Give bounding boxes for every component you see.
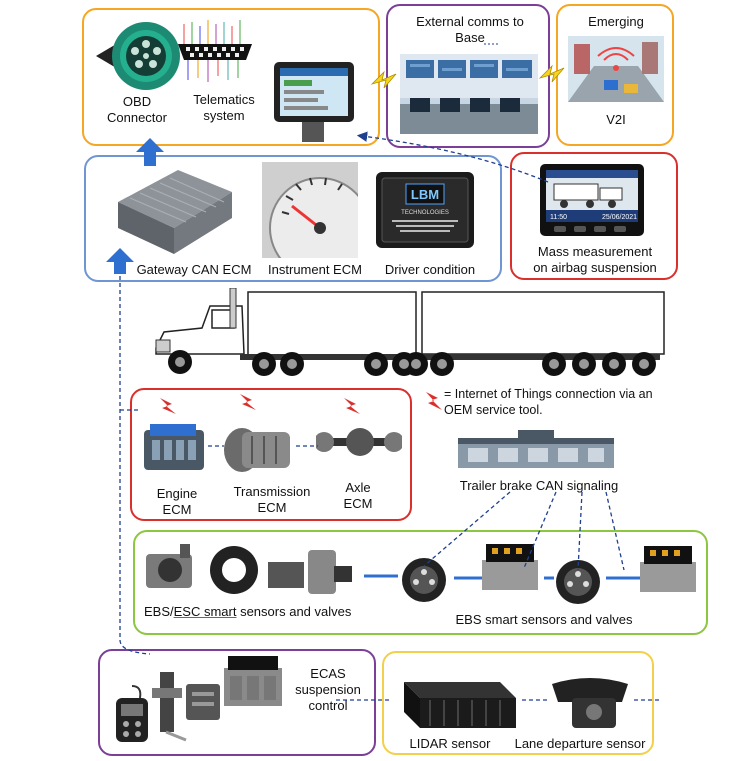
ebs-valve-image <box>146 544 192 588</box>
iot-legend-text: = Internet of Things connection via an O… <box>444 387 653 417</box>
driver-condition-label: Driver condition <box>384 262 476 277</box>
device-text: TECHNOLOGIES <box>401 210 449 216</box>
v2i-label: V2I <box>606 112 626 127</box>
ebs-modulator-image <box>268 550 352 594</box>
gateway-panel <box>84 155 502 282</box>
trailer-brake-link-1 <box>423 491 511 567</box>
obd-pinout-diagram <box>178 20 252 82</box>
ebs-valve-image-2 <box>482 544 538 590</box>
ecas-valve-image <box>224 656 282 706</box>
ecas-ecu-image <box>186 684 220 720</box>
mass-screen-time: 11:50 <box>550 214 567 221</box>
mass-display-image: 11:50 25/06/2021 <box>540 164 644 236</box>
gateway-can-ecm-label: Gateway CAN ECM <box>136 262 252 277</box>
trailer-brake-link-2 <box>523 491 557 569</box>
ebs-esc-label: EBS/ESC smart sensors and valves <box>144 604 384 620</box>
gateway-ecm-image <box>118 170 232 254</box>
lidar-sensor-image <box>404 682 516 728</box>
trailer-brake-link-3 <box>577 491 583 571</box>
ebs-panel <box>133 530 708 635</box>
axle-ecm-label: Axle ECM <box>343 480 373 511</box>
axle-image <box>316 428 402 456</box>
wireless-bolt-telematics <box>370 70 397 89</box>
iot-icon-transmission <box>240 394 256 410</box>
v2i-image <box>568 36 664 102</box>
mass-measurement-label: Mass measurement on airbag suspension <box>533 244 657 275</box>
gateway-bus-link <box>119 276 151 655</box>
drivetrain-to-gateway-arrow <box>106 248 134 274</box>
ebs-esc-prefix: EBS/ <box>144 604 174 619</box>
iot-icon-legend <box>426 392 442 410</box>
trailer-brake-module-image <box>458 430 614 468</box>
ebs-esc-suffix: sensors and valves <box>236 604 352 619</box>
lidar-sensor-label: LIDAR sensor <box>409 736 491 751</box>
sensors-panel <box>382 651 654 755</box>
esc-smart-link[interactable]: ESC smart <box>173 604 237 619</box>
driver-condition-device-image: LBM TECHNOLOGIES <box>376 172 474 248</box>
obd-connector-label: OBD Connector <box>107 94 167 125</box>
engine-ecm-label: Engine ECM <box>156 486 198 517</box>
truck-illustration <box>155 288 665 376</box>
lane-departure-label: Lane departure sensor <box>514 736 646 751</box>
control-room-image <box>400 54 538 134</box>
gateway-to-obd-arrow <box>136 138 164 166</box>
trailer-brake-label: Trailer brake CAN signaling <box>459 478 619 493</box>
mass-panel <box>510 152 678 280</box>
emerging-title: Emerging <box>588 14 644 29</box>
ecas-sensor-image <box>152 672 187 742</box>
external-comms-label: External comms to Base <box>416 14 524 45</box>
ecas-panel <box>98 649 376 756</box>
external-comms-panel <box>386 4 550 148</box>
device-brand: LBM <box>411 187 439 202</box>
instrument-cluster-image <box>262 162 358 258</box>
engine-image <box>144 424 204 470</box>
mass-to-telematics-link <box>356 131 549 183</box>
instrument-ecm-label: Instrument ECM <box>268 262 362 277</box>
ebs-smart-label: EBS smart sensors and valves <box>455 612 633 627</box>
trailer-connector-image-2 <box>556 560 600 604</box>
lane-departure-sensor-image <box>552 678 628 728</box>
trailer-connector-image-1 <box>402 558 446 602</box>
iot-icon-engine <box>160 398 176 414</box>
transmission-ecm-label: Transmission ECM <box>233 484 311 515</box>
drivetrain-panel <box>130 388 412 521</box>
ecas-label: ECAS suspension control <box>295 666 361 713</box>
iot-icon-axle <box>344 398 360 414</box>
mass-screen-date: 25/06/2021 <box>602 214 637 221</box>
ebs-valve-image-3 <box>640 546 696 592</box>
telematics-tablet-image <box>274 62 354 142</box>
telematics-system-label: Telematics system <box>193 92 255 123</box>
ecas-remote-image <box>116 685 148 742</box>
obd-connector-image <box>96 22 180 90</box>
transmission-image <box>224 428 290 472</box>
wireless-bolt-v2i <box>538 64 565 83</box>
trailer-brake-link-4 <box>605 491 625 571</box>
steering-sensor-image <box>210 546 258 594</box>
